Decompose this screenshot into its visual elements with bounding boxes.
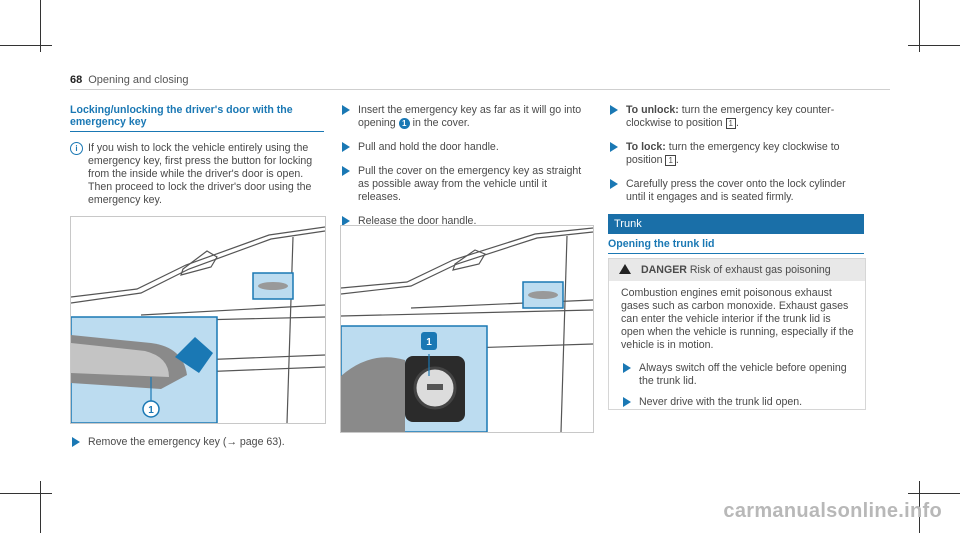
- danger-body: Combustion engines emit poisonous exhaus…: [609, 281, 865, 409]
- crop-mark: [908, 493, 960, 494]
- step-text: Pull the cover on the emergency key as s…: [358, 165, 582, 203]
- header-rule: [70, 89, 890, 90]
- crop-mark: [40, 481, 41, 533]
- step-arrow-icon: [342, 216, 350, 226]
- danger-heading: Risk of exhaust gas poisoning: [689, 264, 831, 276]
- step-text: Insert the emergency key as far as it wi…: [358, 104, 582, 129]
- danger-text: Combustion engines emit poisonous exhaus…: [621, 287, 854, 351]
- note-text: If you wish to lock the vehicle entirely…: [88, 142, 313, 206]
- position-key-icon: 1: [725, 117, 736, 129]
- danger-header: DANGER Risk of exhaust gas poisoning: [609, 259, 865, 281]
- middle-column: Insert the emergency key as far as it wi…: [340, 104, 592, 239]
- step-arrow-icon: [610, 179, 618, 189]
- step-text: turn the emergency key counter-clockwise…: [626, 104, 835, 129]
- car-door-illustration: 1: [70, 226, 326, 424]
- callout-1: 1: [148, 405, 154, 416]
- trunk-subtitle-block: Opening the trunk lid: [608, 238, 864, 254]
- step-text: Remove the emergency key (→ page 63).: [88, 436, 285, 448]
- step-text: turn the emergency key clockwise to posi…: [626, 141, 840, 166]
- chapter-title: Opening and closing: [88, 74, 189, 86]
- callout-1: 1: [426, 337, 432, 348]
- position-key-icon: 1: [665, 154, 676, 166]
- step-text: Never drive with the trunk lid open.: [639, 396, 803, 408]
- callout-1: 1: [398, 117, 410, 129]
- step-label: To lock:: [626, 141, 666, 153]
- note-block: i If you wish to lock the vehicle entire…: [70, 142, 324, 207]
- step-label: To unlock:: [626, 104, 679, 116]
- step-arrow-icon: [623, 363, 631, 373]
- trunk-title: Trunk: [614, 218, 642, 230]
- crop-mark: [919, 481, 920, 533]
- section-title: Locking/unlocking the driver's door with…: [70, 104, 293, 128]
- watermark: carmanualsonline.info: [723, 500, 942, 522]
- danger-box: DANGER Risk of exhaust gas poisoning Com…: [608, 258, 866, 410]
- step-arrow-icon: [342, 105, 350, 115]
- step-text: Pull and hold the door handle.: [358, 141, 499, 153]
- crop-mark: [908, 45, 960, 46]
- danger-label: DANGER: [641, 264, 687, 276]
- step-text: Release the door handle.: [358, 215, 477, 227]
- page-header: 68 Opening and closing: [70, 74, 189, 86]
- step-arrow-icon: [72, 437, 80, 447]
- trunk-section-bar: Trunk: [608, 214, 864, 234]
- step-arrow-icon: [623, 397, 631, 407]
- step-arrow-icon: [342, 142, 350, 152]
- section-rule: [608, 253, 864, 254]
- figure-lock-cover: 1: [340, 225, 594, 433]
- right-column: To unlock: turn the emergency key counte…: [608, 104, 864, 215]
- crop-mark: [919, 0, 920, 52]
- info-icon: i: [70, 142, 83, 155]
- figure-door-handle-key: 1: [70, 216, 326, 424]
- step-text: Carefully press the cover onto the lock …: [626, 178, 846, 203]
- crop-mark: [0, 493, 52, 494]
- left-step: Remove the emergency key (→ page 63).: [70, 436, 324, 460]
- section-rule: [70, 131, 324, 132]
- warning-triangle-icon: [619, 264, 631, 274]
- step-arrow-icon: [610, 142, 618, 152]
- crop-mark: [40, 0, 41, 52]
- crop-mark: [0, 45, 52, 46]
- step-arrow-icon: [610, 105, 618, 115]
- car-door-illustration: 1: [340, 227, 594, 433]
- trunk-subtitle: Opening the trunk lid: [608, 238, 715, 250]
- step-text: Always switch off the vehicle before ope…: [639, 362, 847, 387]
- page-number: 68: [70, 74, 83, 86]
- left-column: Locking/unlocking the driver's door with…: [70, 104, 324, 207]
- step-text: in the cover.: [412, 117, 470, 129]
- step-arrow-icon: [342, 166, 350, 176]
